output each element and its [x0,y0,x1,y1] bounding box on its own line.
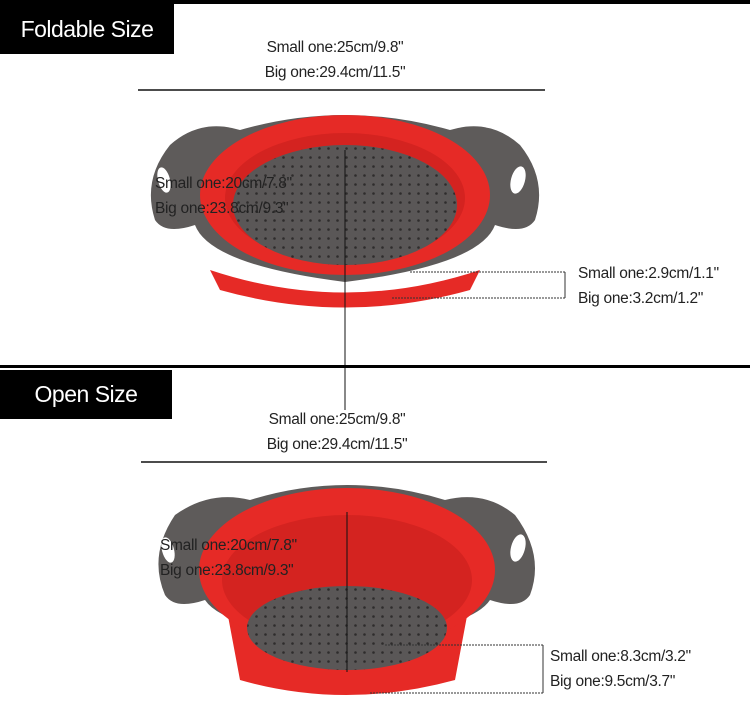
open-top-width-big: Big one:29.4cm/11.5" [266,436,408,453]
foldable-height-small: Small one:2.9cm/1.1" [578,265,719,282]
open-height-big: Big one:9.5cm/3.7" [550,673,676,690]
foldable-top-width-small: Small one:25cm/9.8" [266,39,404,56]
foldable-top-width: Small one:25cm/9.8" Big one:29.4cm/11.5" [235,35,435,85]
section-divider [0,365,750,368]
open-top-width: Small one:25cm/9.8" Big one:29.4cm/11.5" [237,407,437,457]
foldable-inner-width-small: Small one:20cm/7.8" [155,175,292,192]
top-border [0,0,750,4]
foldable-height-bracket [392,271,566,299]
open-inner-width: Small one:20cm/7.8" Big one:23.8cm/9.3" [160,533,297,583]
foldable-inner-width-big: Big one:23.8cm/9.3" [155,200,289,217]
open-inner-width-small: Small one:20cm/7.8" [160,537,297,554]
open-height-bracket [370,644,544,694]
open-top-width-small: Small one:25cm/9.8" [268,411,406,428]
foldable-top-width-big: Big one:29.4cm/11.5" [264,64,406,81]
foldable-size-label: Foldable Size [0,4,174,54]
open-inner-width-big: Big one:23.8cm/9.3" [160,562,294,579]
foldable-inner-width: Small one:20cm/7.8" Big one:23.8cm/9.3" [155,171,292,221]
foldable-height-big: Big one:3.2cm/1.2" [578,290,704,307]
open-height: Small one:8.3cm/3.2" Big one:9.5cm/3.7" [550,644,691,694]
open-size-label: Open Size [0,370,172,419]
open-colander-image [158,485,535,695]
open-height-small: Small one:8.3cm/3.2" [550,648,691,665]
foldable-height: Small one:2.9cm/1.1" Big one:3.2cm/1.2" [578,261,719,311]
